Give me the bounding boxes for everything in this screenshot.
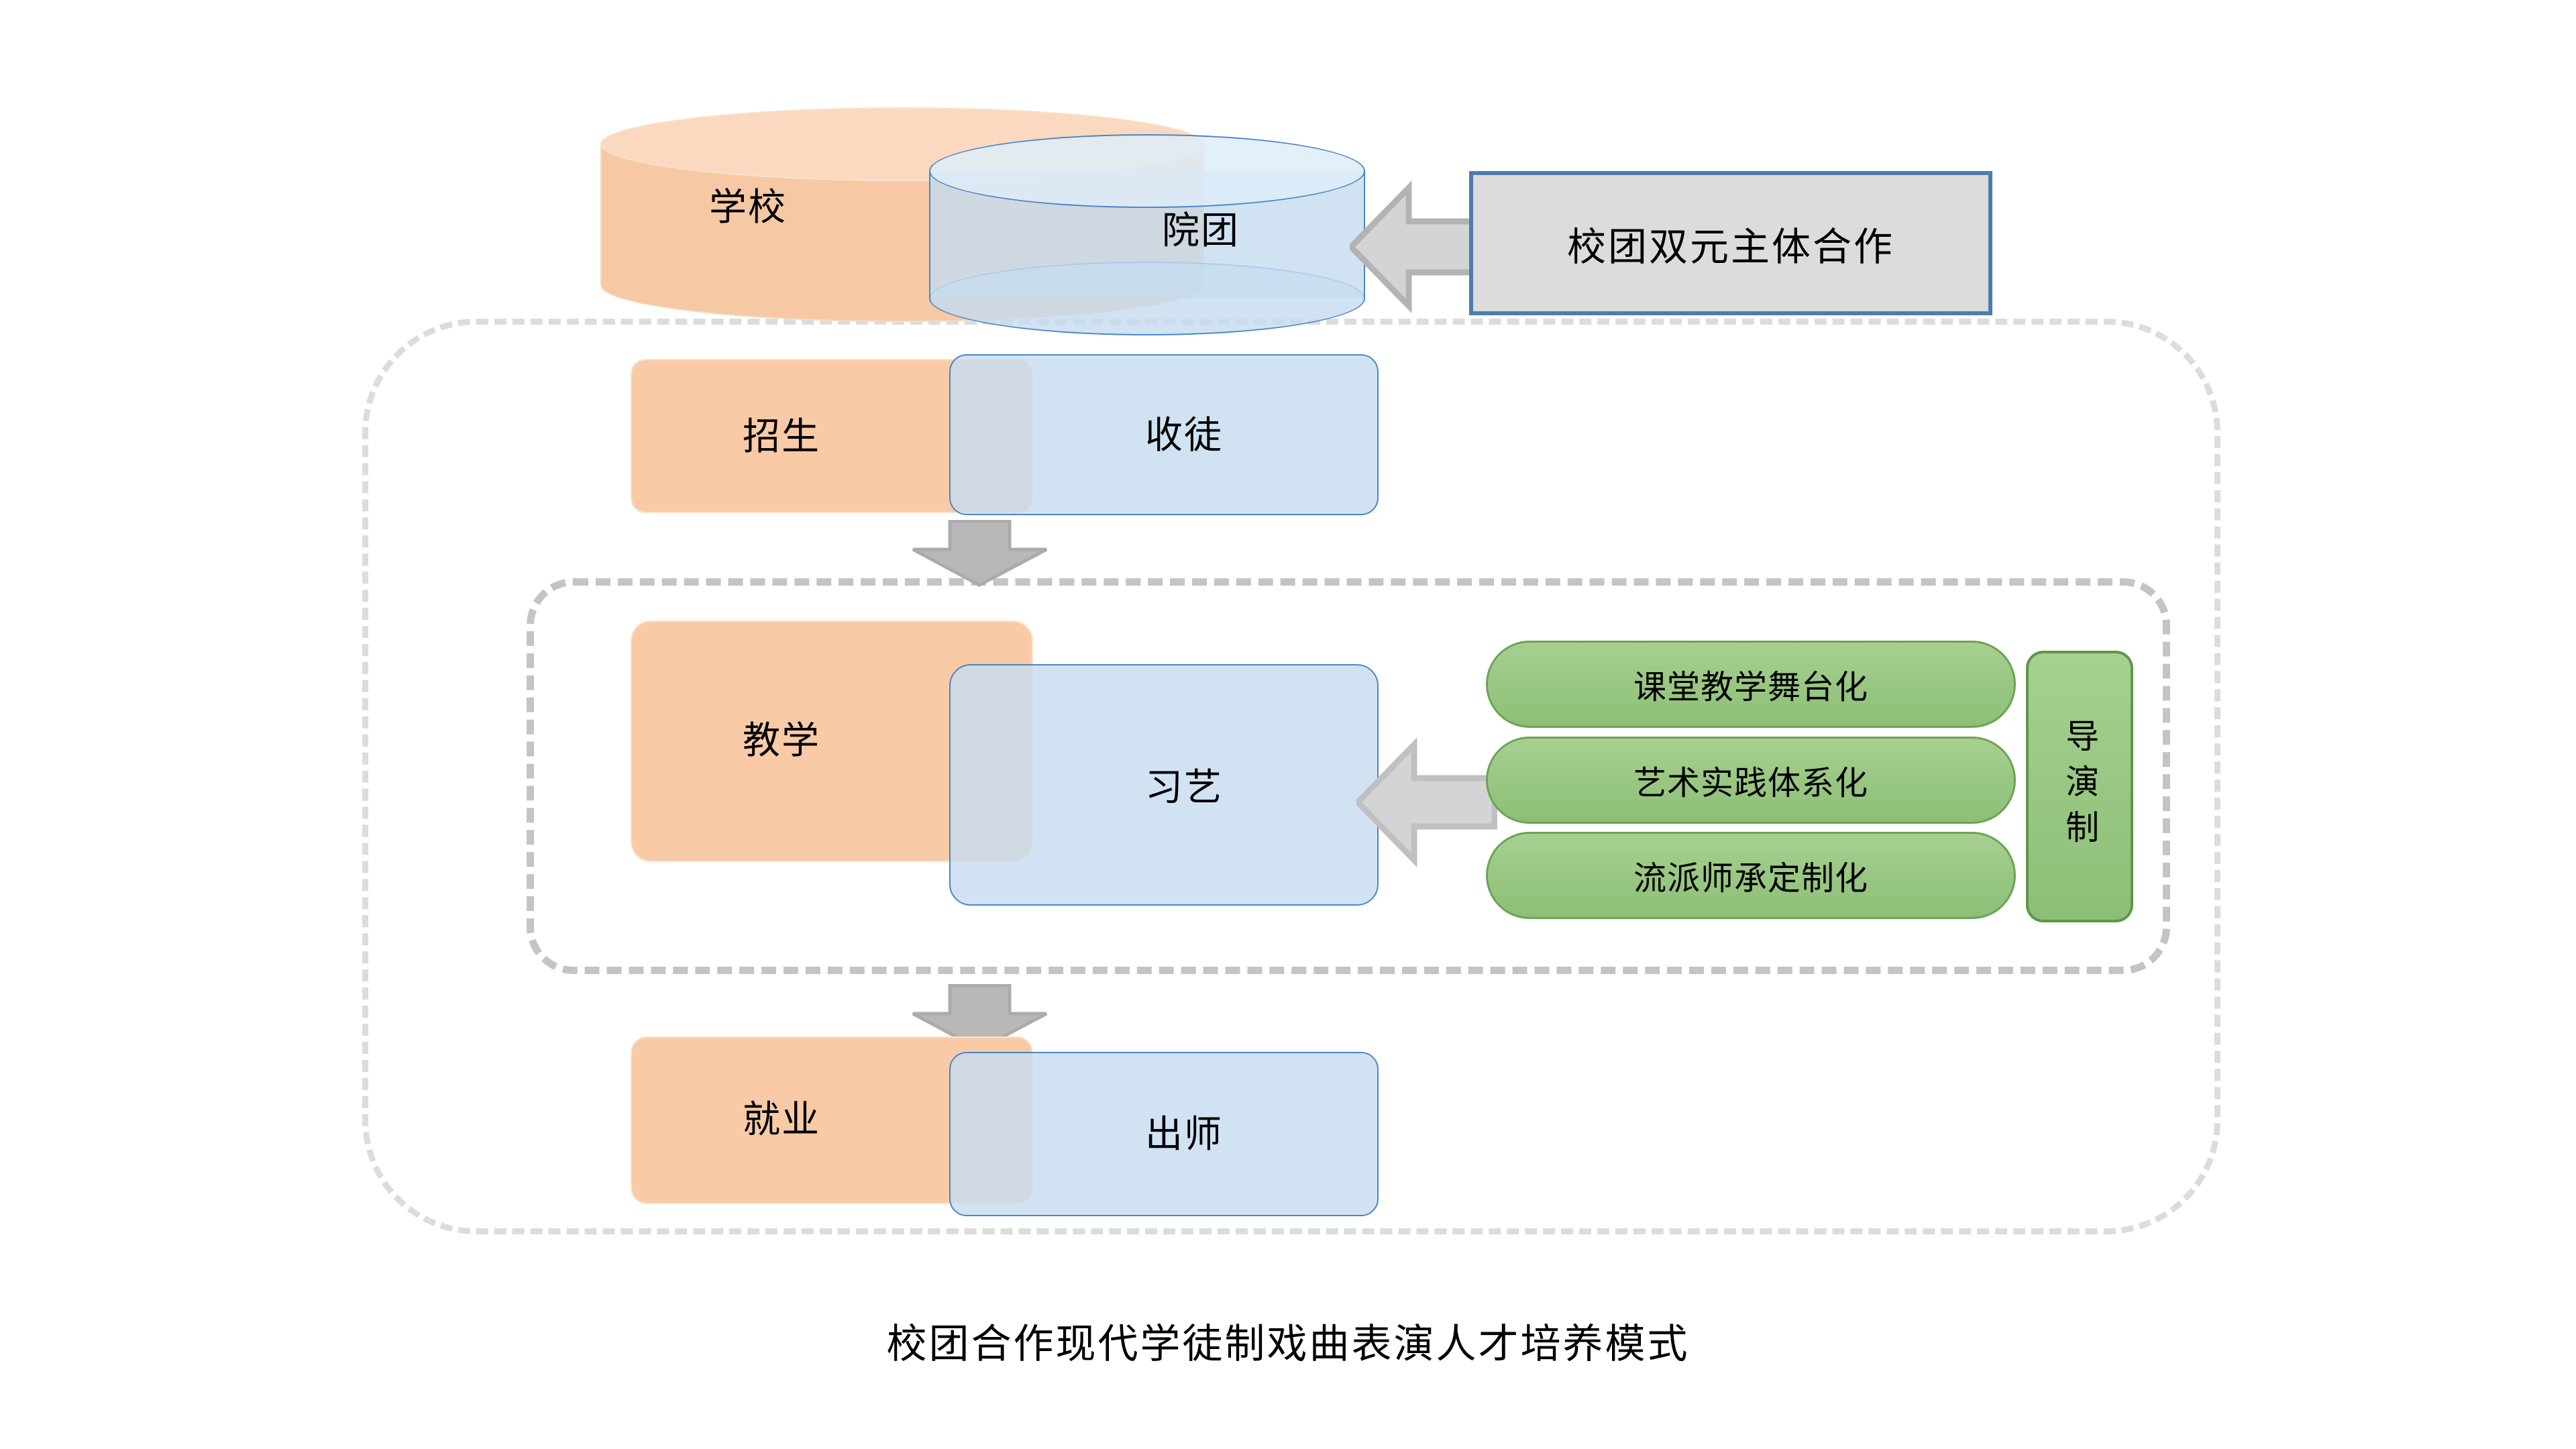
arrow-down-icon-2	[912, 984, 1048, 1051]
diagram-caption: 校团合作现代学徒制戏曲表演人才培养模式	[886, 1321, 1690, 1368]
row-1-right-box[interactable]	[949, 354, 1379, 515]
row-3-left-label: 就业	[743, 1098, 820, 1142]
row-3-right-label: 出师	[1145, 1113, 1223, 1157]
teaching-feature-pill-2[interactable]: 艺术实践体系化	[1486, 737, 2016, 824]
teaching-feature-pill-3[interactable]: 流派师承定制化	[1486, 832, 2016, 919]
teaching-stage-frame	[527, 578, 2170, 974]
row-1-left-label: 招生	[743, 415, 820, 460]
director-system-box[interactable]: 导演制	[2026, 651, 2133, 922]
row-2-right-label: 习艺	[1145, 766, 1223, 810]
arrow-down-icon	[912, 520, 1048, 587]
row-3-right-box[interactable]	[949, 1052, 1379, 1216]
teaching-feature-pill-1[interactable]: 课堂教学舞台化	[1486, 641, 2016, 728]
school-cylinder-label: 学校	[709, 186, 787, 230]
row-1-right-label: 收徒	[1145, 414, 1223, 458]
director-system-char-1: 导演制	[2060, 718, 2100, 855]
arrow-left-teaching-icon	[1356, 737, 1497, 867]
row-2-right-box[interactable]	[949, 664, 1379, 906]
row-2-left-label: 教学	[743, 719, 820, 763]
troupe-cylinder-label: 院团	[1162, 209, 1240, 254]
cooperation-callout[interactable]: 校团双元主体合作	[1469, 171, 1992, 315]
troupe-cylinder[interactable]	[929, 134, 1365, 335]
